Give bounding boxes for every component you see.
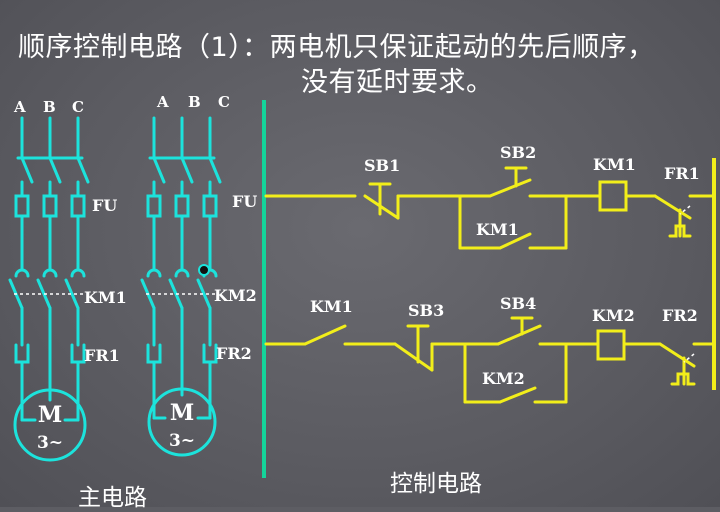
m1-phase-b: B	[43, 98, 56, 116]
slide-title-line2: 没有延时要求。	[301, 67, 494, 98]
ctrl-sb2-label: SB2	[500, 143, 537, 162]
motor1-label: M	[38, 402, 62, 428]
ctrl-km1-interlock-label: KM1	[310, 297, 353, 316]
ctrl-km2-hold-label: KM2	[482, 369, 525, 388]
slide-title-line1: 顺序控制电路（1）：两电机只保证起动的先后顺序，	[18, 32, 655, 63]
m1-fuse-label: FU	[92, 196, 118, 215]
ctrl-fr2-label: FR2	[662, 306, 698, 325]
ctrl-sb4-label: SB4	[500, 294, 537, 313]
m2-phase-c: C	[218, 93, 230, 111]
motor2-sublabel: 3~	[169, 431, 195, 451]
m1-relay-label: FR1	[84, 346, 120, 365]
m2-relay-label: FR2	[216, 344, 252, 363]
ctrl-sb1-label: SB1	[364, 156, 401, 175]
m2-contactor-label: KM2	[214, 286, 257, 305]
ctrl-sb3-label: SB3	[408, 301, 445, 320]
m1-phase-c: C	[72, 98, 84, 116]
ctrl-km1-coil-label: KM1	[593, 155, 636, 174]
m1-phase-a: A	[14, 98, 26, 116]
motor1-sublabel: 3~	[37, 433, 63, 453]
m1-contactor-label: KM1	[84, 288, 127, 307]
ctrl-fr1-label: FR1	[664, 164, 700, 183]
m2-fuse-label: FU	[232, 192, 258, 211]
m2-phase-b: B	[188, 93, 201, 111]
m2-phase-a: A	[157, 93, 169, 111]
motor2-label: M	[170, 400, 194, 426]
ctrl-km1-hold-label: KM1	[476, 220, 519, 239]
ctrl-km2-coil-label: KM2	[592, 306, 635, 325]
control-circuit-caption: 控制电路	[390, 471, 482, 497]
